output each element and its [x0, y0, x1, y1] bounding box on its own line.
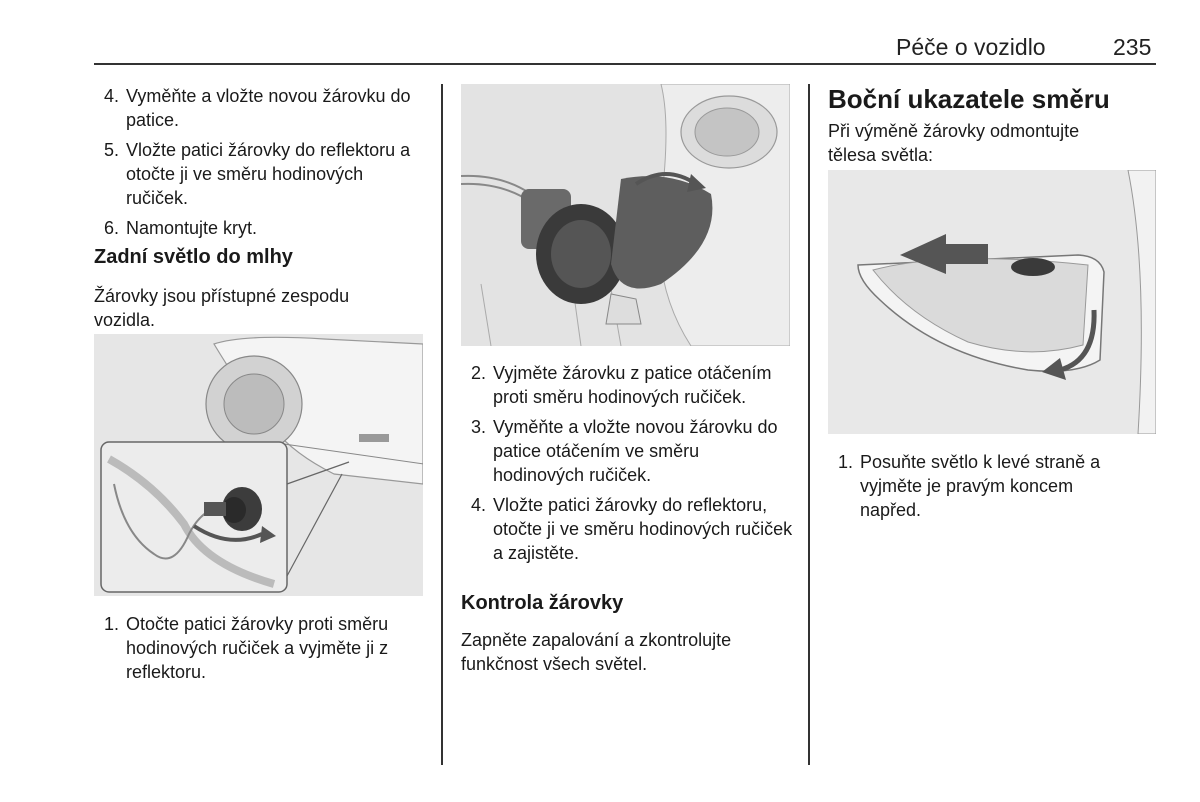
figure-rear-fog-light — [94, 334, 423, 596]
side-indicator-illustration — [828, 170, 1156, 434]
column-divider-2 — [808, 84, 810, 765]
column-divider-1 — [441, 84, 443, 765]
item-number: 1. — [104, 614, 120, 634]
item-text: Vyměňte a vložte novou žárovku do patice… — [493, 417, 778, 485]
section-heading: Zadní světlo do mlhy — [94, 246, 293, 268]
item-text: Vyjměte žárovku z patice otáčením proti … — [493, 363, 772, 407]
column-3: 1. Posuňte světlo k levé straně a vyjměte… — [838, 450, 1138, 528]
item-text: Namontujte kryt. — [126, 218, 258, 238]
list-item: 1. Posuňte světlo k levé straně a vyjměte… — [838, 450, 1138, 522]
section-title: Péče o vozidlo — [896, 34, 1046, 60]
item-number: 4. — [471, 495, 487, 515]
figure-bulb-socket — [461, 84, 790, 346]
list-item: 4. Vyměňte a vložte novou žárovku do pati… — [104, 84, 426, 132]
section-paragraph: Zapněte zapalování a zkontrolujte funkčn… — [461, 630, 732, 674]
item-number: 3. — [471, 417, 487, 437]
list-item: 2. Vyjměte žárovku z patice otáčením prot… — [471, 361, 793, 409]
section-heading: Kontrola žárovky — [461, 592, 624, 614]
list-item: 5. Vložte patici žárovky do reflektoru a … — [104, 138, 426, 210]
list-item: 4. Vložte patici žárovky do reflektoru, o… — [471, 493, 793, 565]
list-item: 1. Otočte patici žárovky proti směru hodi… — [104, 612, 426, 684]
steps-list: 1. Posuňte světlo k levé straně a vyjměte… — [838, 450, 1138, 522]
item-number: 4. — [104, 86, 120, 106]
item-number: 5. — [104, 140, 120, 160]
steps-list-top: 4. Vyměňte a vložte novou žárovku do pati… — [104, 84, 426, 240]
column-2: 2. Vyjměte žárovku z patice otáčením prot… — [471, 361, 793, 571]
item-number: 6. — [104, 218, 120, 238]
figure-side-indicator — [828, 170, 1156, 434]
list-item: 6. Namontujte kryt. — [104, 216, 426, 240]
item-text: Vložte patici žárovky do reflektoru a ot… — [126, 140, 411, 208]
item-number: 1. — [838, 452, 854, 472]
rear-fog-light-illustration — [94, 334, 423, 596]
item-number: 2. — [471, 363, 487, 383]
bulb-socket-illustration — [461, 84, 790, 346]
item-text: Vložte patici žárovky do reflektoru, oto… — [493, 495, 793, 563]
column-1: 4. Vyměňte a vložte novou žárovku do pati… — [104, 84, 426, 246]
column-1-bottom: 1. Otočte patici žárovky proti směru hodi… — [104, 612, 426, 690]
section-paragraph: Při výměně žárovky odmontujte tělesa svě… — [828, 121, 1080, 165]
page-number: 235 — [1113, 34, 1152, 60]
section-heading: Boční ukazatele směru — [828, 84, 1110, 114]
item-text: Otočte patici žárovky proti směru hodino… — [126, 614, 389, 682]
item-text: Posuňte světlo k levé straně a vyjměte j… — [860, 452, 1101, 520]
list-item: 3. Vyměňte a vložte novou žárovku do pati… — [471, 415, 793, 487]
section-paragraph: Žárovky jsou přístupné zespodu vozidla. — [94, 286, 350, 330]
steps-list-bottom: 1. Otočte patici žárovky proti směru hodi… — [104, 612, 426, 684]
header-rule — [94, 63, 1156, 65]
steps-list: 2. Vyjměte žárovku z patice otáčením prot… — [471, 361, 793, 565]
item-text: Vyměňte a vložte novou žárovku do patice… — [126, 86, 411, 130]
